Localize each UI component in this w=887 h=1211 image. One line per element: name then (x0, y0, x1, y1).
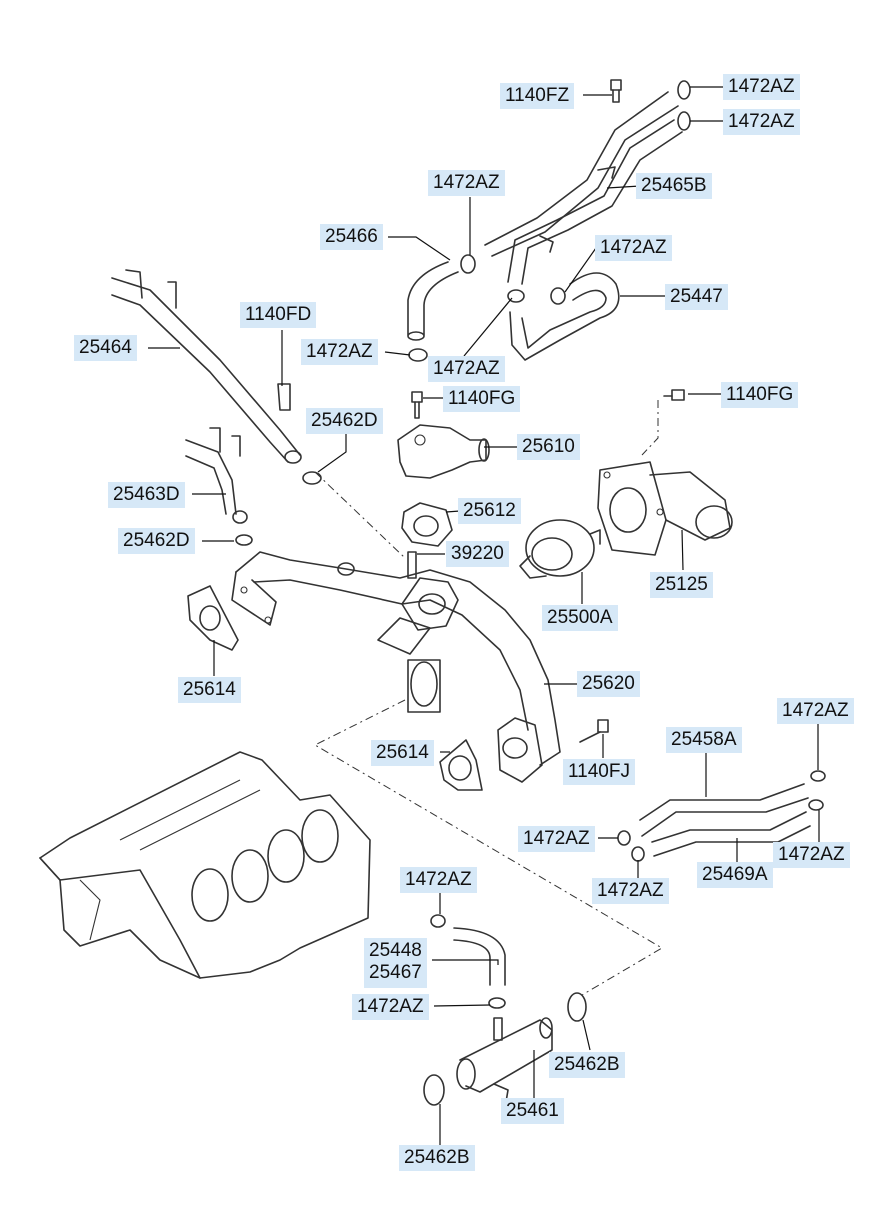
housing-25125 (597, 389, 733, 556)
callout-1472AZ[interactable]: 1472AZ (518, 826, 595, 852)
callout-1140FG[interactable]: 1140FG (721, 382, 799, 408)
callout-25466[interactable]: 25466 (320, 224, 383, 250)
hose-25466 (407, 254, 476, 341)
callout-25458A[interactable]: 25458A (666, 727, 742, 753)
bolt-1140FZ (610, 79, 622, 103)
callout-25463D[interactable]: 25463D (108, 482, 185, 508)
gasket-25612 (401, 502, 453, 547)
callout-25461[interactable]: 25461 (501, 1098, 564, 1124)
sensor-39220 (407, 551, 417, 579)
callout-25448-text: 25448 (369, 940, 422, 961)
callout-1472AZ[interactable]: 1472AZ (723, 109, 800, 135)
callout-25612[interactable]: 25612 (458, 498, 521, 524)
callout-25467-text: 25467 (369, 962, 422, 983)
pipes-25458A-25469A (617, 770, 826, 862)
callout-25614[interactable]: 25614 (371, 740, 434, 766)
callout-25462D[interactable]: 25462D (306, 408, 383, 434)
callout-1472AZ[interactable]: 1472AZ (428, 170, 505, 196)
o-rings (235, 471, 587, 1106)
callout-1140FD[interactable]: 1140FD (240, 302, 317, 328)
pipe-25464 (111, 269, 302, 464)
gaskets-25614 (187, 585, 483, 791)
thermostat-25500A (519, 519, 601, 579)
engine-block (39, 751, 371, 979)
callout-1472AZ[interactable]: 1472AZ (773, 842, 850, 868)
assembly-dash-lines (313, 400, 663, 996)
callout-25464[interactable]: 25464 (74, 335, 137, 361)
callout-1472AZ[interactable]: 1472AZ (723, 74, 800, 100)
callout-25620[interactable]: 25620 (577, 671, 640, 697)
callout-1472AZ[interactable]: 1472AZ (777, 698, 854, 724)
callout-1472AZ[interactable]: 1472AZ (400, 867, 477, 893)
callout-25462B[interactable]: 25462B (399, 1145, 475, 1171)
pipe-25465B (484, 80, 691, 285)
callout-25500A[interactable]: 25500A (542, 605, 618, 631)
pipe-25463D (185, 427, 248, 524)
callout-25125[interactable]: 25125 (650, 572, 713, 598)
hose-25447 (408, 272, 620, 362)
callout-1140FZ[interactable]: 1140FZ (500, 83, 575, 109)
callout-25614[interactable]: 25614 (178, 677, 241, 703)
outlet-25610 (397, 391, 490, 479)
callout-25610[interactable]: 25610 (517, 434, 580, 460)
callout-1472AZ[interactable]: 1472AZ (595, 235, 672, 261)
callout-25462D[interactable]: 25462D (118, 528, 195, 554)
callout-25447[interactable]: 25447 (665, 284, 728, 310)
callout-1140FG[interactable]: 1140FG (443, 386, 521, 412)
callout-25465B[interactable]: 25465B (636, 173, 712, 199)
callout-1472AZ[interactable]: 1472AZ (428, 356, 505, 382)
callout-1472AZ[interactable]: 1472AZ (352, 994, 429, 1020)
leader-lines (148, 86, 820, 1145)
callout-39220[interactable]: 39220 (446, 541, 509, 567)
callout-1140FJ[interactable]: 1140FJ (563, 759, 635, 785)
manifold-25620 (231, 551, 609, 783)
callout-1472AZ[interactable]: 1472AZ (301, 339, 378, 365)
pipe-25461 (456, 1017, 553, 1103)
hose-25448-25467 (430, 914, 506, 1009)
callout-25448-25467[interactable]: 25448 25467 (364, 938, 427, 988)
callout-25462B[interactable]: 25462B (549, 1052, 625, 1078)
callout-25469A[interactable]: 25469A (697, 862, 773, 888)
callout-1472AZ[interactable]: 1472AZ (592, 878, 669, 904)
